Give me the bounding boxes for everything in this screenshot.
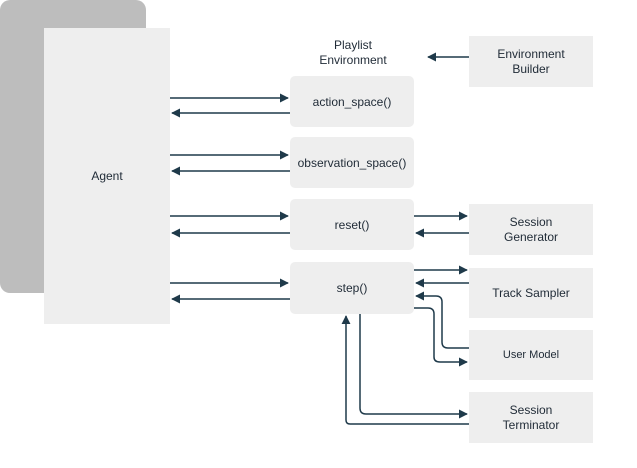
- method-label: action_space(): [312, 94, 392, 109]
- session-generator-box: Session Generator: [469, 204, 593, 255]
- agent-box: Agent: [44, 28, 170, 324]
- arrow-session-terminator-to-step: [341, 315, 469, 425]
- method-action-space: action_space(): [290, 76, 414, 127]
- environment-title: Playlist Environment: [280, 38, 426, 68]
- environment-builder-line2: Builder: [512, 61, 550, 76]
- method-step: step(): [290, 262, 414, 314]
- session-terminator-line2: Terminator: [502, 417, 560, 432]
- track-sampler-label: Track Sampler: [492, 285, 570, 300]
- session-terminator-line1: Session: [509, 402, 553, 417]
- arrow-step-to-session-terminator: [359, 314, 468, 419]
- environment-title-line1: Playlist: [333, 38, 372, 52]
- environment-title-line2: Environment: [319, 53, 387, 67]
- user-model-box: User Model: [469, 330, 593, 380]
- track-sampler-box: Track Sampler: [469, 268, 593, 318]
- method-observation-space: observation_space(): [290, 137, 414, 188]
- agent-label: Agent: [91, 169, 123, 183]
- method-label: observation_space(): [297, 155, 407, 170]
- session-generator-line2: Generator: [503, 229, 559, 244]
- arrow-user-model-to-step: [415, 291, 469, 349]
- method-label: step(): [336, 281, 368, 295]
- method-reset: reset(): [290, 199, 414, 250]
- environment-builder-line1: Environment: [497, 46, 565, 61]
- session-generator-line1: Session: [509, 214, 553, 229]
- method-label: reset(): [334, 217, 370, 232]
- arrow-step-to-user-model: [414, 307, 468, 367]
- environment-builder-box: Environment Builder: [469, 36, 593, 87]
- user-model-label: User Model: [502, 348, 560, 361]
- session-terminator-box: Session Terminator: [469, 392, 593, 443]
